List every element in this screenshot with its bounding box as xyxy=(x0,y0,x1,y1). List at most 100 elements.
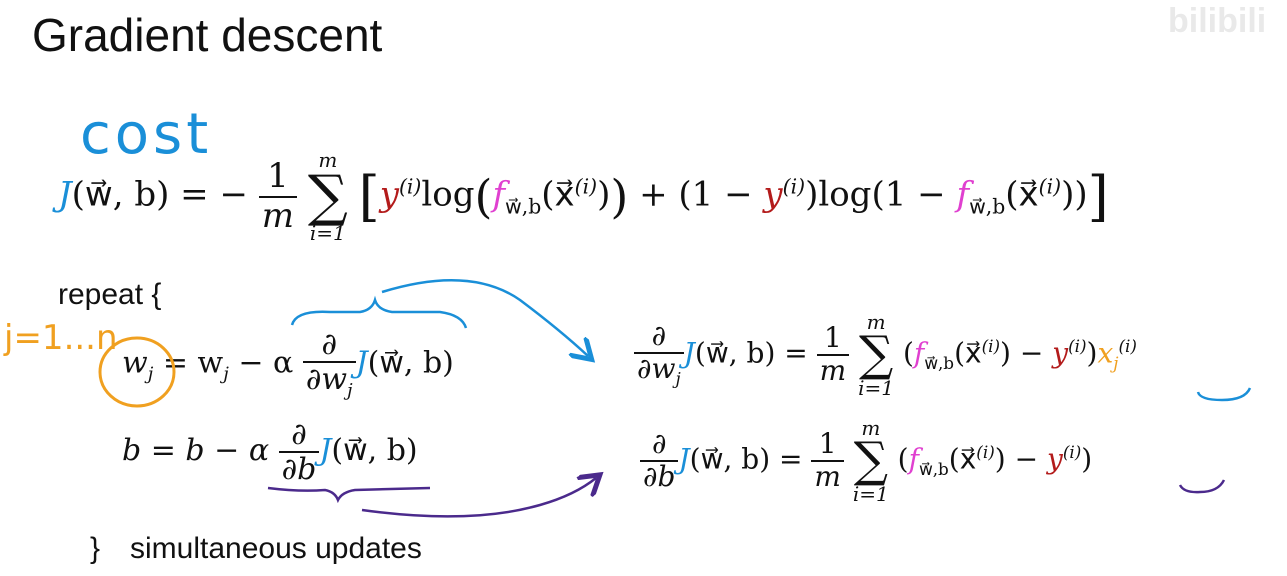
w-minus-alpha: − α xyxy=(238,345,294,381)
purple-brace-annotation xyxy=(267,486,431,504)
log-1: log xyxy=(421,174,475,215)
blue-arrow-annotation xyxy=(381,279,588,356)
frac-den: m xyxy=(261,195,295,236)
w-lhs-sub: j xyxy=(147,363,154,385)
frac-den: m xyxy=(814,459,841,493)
w-partial-frac: ∂∂wj xyxy=(302,328,356,401)
cost-args: (w⃗, b) xyxy=(71,174,170,215)
J-symbol: J xyxy=(678,442,690,476)
db-close: ) xyxy=(1081,442,1093,476)
paren-open: ( xyxy=(474,169,493,224)
frac-num: 1 xyxy=(816,322,850,356)
dw-args: (w⃗, b) xyxy=(694,336,776,370)
b-args: (w⃗, b) xyxy=(331,433,418,468)
f-sub: w⃗,b xyxy=(918,458,949,479)
sum-top: m xyxy=(318,148,338,172)
db-open: ( xyxy=(897,442,909,476)
f-symbol-2: f xyxy=(956,174,970,215)
J-symbol: J xyxy=(58,174,72,215)
watermark: bilibili xyxy=(1168,2,1267,40)
frac-num: ∂ xyxy=(634,321,684,355)
f-sub: w⃗,b xyxy=(924,352,955,373)
bracket-close: ] xyxy=(1087,165,1109,229)
frac-den-sub: j xyxy=(347,380,353,401)
blue-underline-annotation xyxy=(1196,387,1252,402)
frac-num: ∂ xyxy=(278,418,320,453)
f-sub: w⃗,b xyxy=(505,194,542,219)
handwritten-index-range: j=1...n xyxy=(4,318,118,358)
w-lhs: w xyxy=(122,345,148,381)
y-symbol-2: y xyxy=(763,174,783,215)
paren-open-2: (1 − xyxy=(871,174,946,215)
bracket-open: [ xyxy=(358,165,380,229)
dw-frac: ∂∂wj xyxy=(634,321,684,388)
x-close: ) xyxy=(994,442,1006,476)
y-sup: (i) xyxy=(1062,441,1082,462)
purple-arrow-annotation xyxy=(361,478,596,518)
db-sum: m∑i=1 xyxy=(852,416,889,506)
purple-underline-annotation xyxy=(1178,479,1226,494)
f-symbol: f xyxy=(908,442,919,476)
b-update-text: b = b − α xyxy=(122,433,270,468)
x-j-symbol: x xyxy=(1097,336,1114,370)
db-args: (w⃗, b) xyxy=(689,442,771,476)
x-close: ) xyxy=(597,174,611,215)
dw-sum: m∑i=1 xyxy=(858,310,895,400)
sum-top: m xyxy=(861,416,881,440)
dw-minus: − xyxy=(1019,336,1044,370)
f-sub-2: w⃗,b xyxy=(969,194,1006,219)
x-arg: (x⃗ xyxy=(954,336,982,370)
paren-close: ) xyxy=(610,169,629,224)
f-symbol: f xyxy=(492,174,506,215)
handwritten-cost: cost xyxy=(80,102,213,167)
x-sup: (i) xyxy=(981,335,1001,356)
x-sup: (i) xyxy=(574,174,598,199)
frac-den: ∂w xyxy=(305,362,348,397)
y-symbol: y xyxy=(1046,442,1063,476)
sum-bot: i=1 xyxy=(852,481,889,506)
cost-sum: m∑i=1 xyxy=(307,148,348,246)
db-minus: − xyxy=(1014,442,1039,476)
b-partial-frac: ∂∂b xyxy=(278,418,320,486)
blue-brace-annotation xyxy=(290,295,468,329)
J-symbol: J xyxy=(683,336,695,370)
dw-open: ( xyxy=(902,336,914,370)
x-j-sup: (i) xyxy=(1118,335,1137,356)
w-args: (w⃗, b) xyxy=(367,345,454,381)
frac-den-sub: j xyxy=(675,368,681,389)
x-close: ) xyxy=(1000,336,1011,370)
w-rhs-sub: j xyxy=(223,363,229,385)
repeat-label: repeat { xyxy=(58,278,162,311)
plus: + (1 − xyxy=(639,174,753,215)
simultaneous-updates-label: simultaneous updates xyxy=(130,532,422,565)
y-symbol: y xyxy=(1052,336,1069,370)
frac-num: ∂ xyxy=(640,428,679,462)
orange-circle-annotation xyxy=(98,336,176,408)
sup-i: (i) xyxy=(398,174,422,199)
db-equals: = xyxy=(779,442,803,476)
dw-close: ) xyxy=(1086,336,1098,370)
sup-i-2: (i) xyxy=(782,174,806,199)
frac-den: m xyxy=(819,353,847,387)
frac-num: 1 xyxy=(811,428,844,462)
x-sup-2: (i) xyxy=(1038,174,1062,199)
db-frac: ∂∂b xyxy=(640,428,679,493)
y-sup: (i) xyxy=(1068,335,1087,356)
frac-num: ∂ xyxy=(302,328,356,363)
x-arg-2: (x⃗ xyxy=(1005,174,1039,215)
J-symbol: J xyxy=(355,345,368,381)
x-arg: (x⃗ xyxy=(948,442,977,476)
slide-title: Gradient descent xyxy=(32,9,383,61)
dw-equals: = xyxy=(784,336,808,370)
f-symbol: f xyxy=(913,336,925,370)
J-symbol: J xyxy=(319,433,332,468)
x-arg: (x⃗ xyxy=(541,174,575,215)
x-sup: (i) xyxy=(976,441,995,462)
